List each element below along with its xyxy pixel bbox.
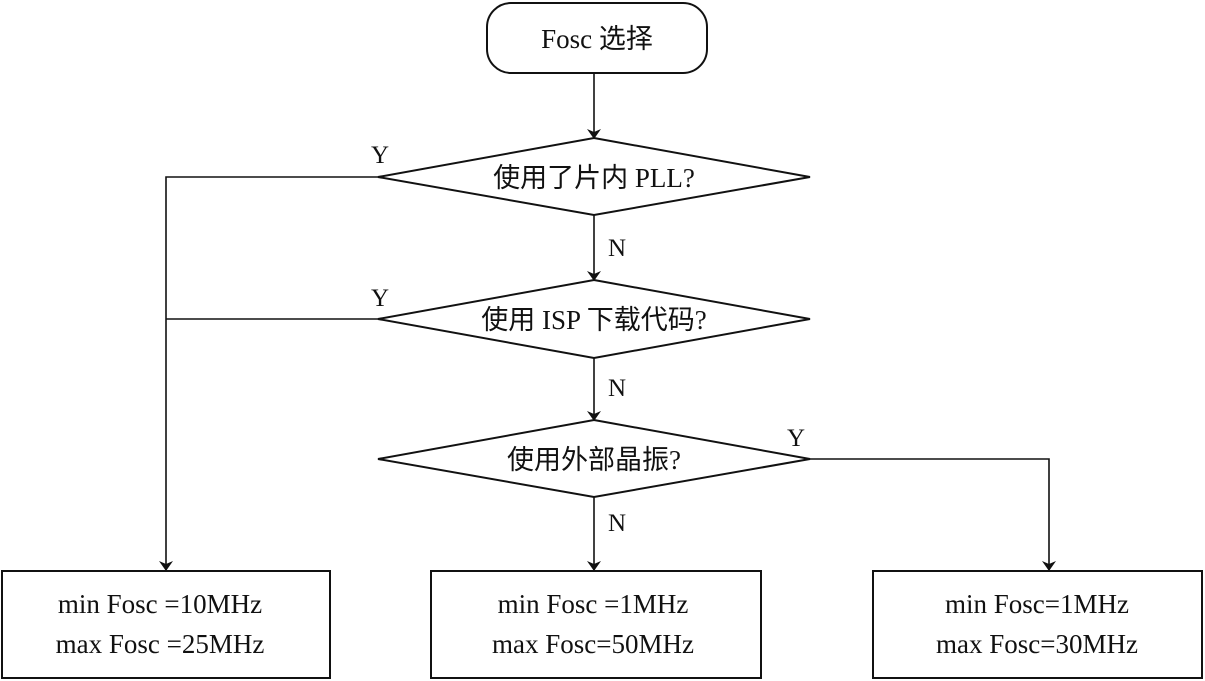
decision-diamond-crystal bbox=[377, 418, 811, 499]
result-pll-min: min Fosc =10MHz bbox=[58, 589, 262, 619]
decision-label-isp: 使用 ISP 下载代码? bbox=[481, 305, 707, 335]
decision-diamond-isp bbox=[377, 278, 811, 360]
start-label: Fosc 选择 bbox=[541, 24, 653, 54]
result-internal-min: min Fosc =1MHz bbox=[498, 589, 689, 619]
start-terminator bbox=[486, 2, 708, 74]
result-box-pll bbox=[1, 570, 331, 679]
yes-label-decision-2: Y bbox=[371, 285, 389, 312]
yes-label-decision-3: Y bbox=[787, 425, 805, 452]
result-internal-max: max Fosc=50MHz bbox=[492, 629, 694, 659]
connector-decision-1-yes bbox=[159, 176, 378, 571]
decision-label-pll: 使用了片内 PLL? bbox=[493, 163, 695, 193]
decision-diamond-pll bbox=[377, 136, 811, 217]
no-label-decision-3: N bbox=[608, 510, 626, 537]
no-label-decision-2: N bbox=[608, 375, 626, 402]
no-label-decision-1: N bbox=[608, 235, 626, 262]
connector-decision-3-yes bbox=[810, 458, 1056, 571]
result-crystal-max: max Fosc=30MHz bbox=[936, 629, 1138, 659]
result-box-crystal bbox=[872, 570, 1203, 679]
result-crystal-min: min Fosc=1MHz bbox=[945, 589, 1129, 619]
decision-label-crystal: 使用外部晶振? bbox=[507, 445, 681, 475]
result-box-internal bbox=[430, 570, 762, 679]
result-pll-max: max Fosc =25MHz bbox=[56, 629, 265, 659]
yes-label-decision-1: Y bbox=[371, 142, 389, 169]
